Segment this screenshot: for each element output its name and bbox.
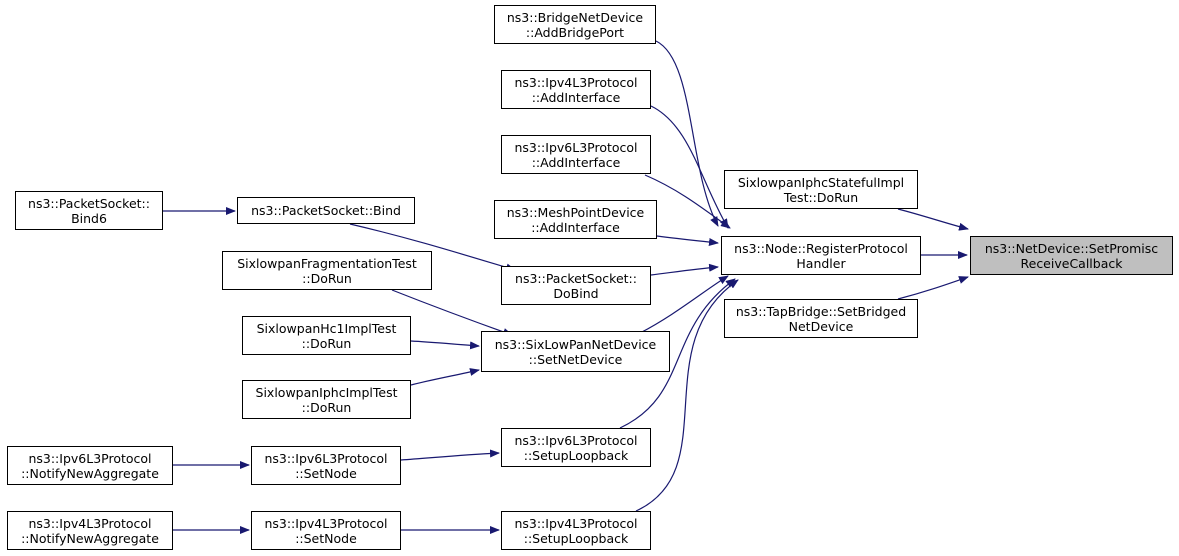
node-label-line: ns3::Node::RegisterProtocol <box>734 240 908 256</box>
edge-18 <box>400 449 500 461</box>
node-label-line: ::AddInterface <box>531 154 621 170</box>
edge-5 <box>650 263 719 276</box>
node-ipv6-loop[interactable]: ns3::Ipv6L3Protocol::SetupLoopback <box>501 428 651 467</box>
node-ipv6-setnode[interactable]: ns3::Ipv6L3Protocol::SetNode <box>251 446 401 485</box>
node-fragtest[interactable]: SixlowpanFragmentationTest::DoRun <box>222 251 432 290</box>
node-label-line: ::SetupLoopback <box>523 530 629 546</box>
node-label-line: Bind6 <box>71 210 107 226</box>
node-ipv6-notify[interactable]: ns3::Ipv6L3Protocol::NotifyNewAggregate <box>7 446 173 485</box>
node-bridge[interactable]: ns3::BridgeNetDevice::AddBridgePort <box>494 5 656 44</box>
node-label-line: ns3::Ipv6L3Protocol <box>514 139 638 155</box>
edge-1 <box>655 40 719 227</box>
node-sixlowpan-setnd[interactable]: ns3::SixLowPanNetDevice::SetNetDevice <box>481 331 670 372</box>
node-label-line: SixlowpanIphcStatefulImpl <box>737 174 905 190</box>
node-label-line: ns3::MeshPointDevice <box>506 204 645 220</box>
node-ipv4-notify[interactable]: ns3::Ipv4L3Protocol::NotifyNewAggregate <box>7 511 173 550</box>
node-ipv6l3-addif[interactable]: ns3::Ipv6L3Protocol::AddInterface <box>501 135 651 174</box>
node-label-line: ::AddBridgePort <box>525 24 625 40</box>
node-label-line: NetDevice <box>788 318 854 334</box>
node-bind[interactable]: ns3::PacketSocket::Bind <box>237 197 415 224</box>
edge-7 <box>619 278 736 429</box>
node-label-line: ::AddInterface <box>531 219 620 235</box>
node-label-line: ns3::Ipv6L3Protocol <box>28 450 152 466</box>
node-label-line: ::DoRun <box>301 335 352 351</box>
node-label-line: ns3::Ipv4L3Protocol <box>28 515 152 531</box>
node-label-line: ::DoRun <box>302 270 352 286</box>
edge-2 <box>650 105 729 229</box>
node-label-line: ::SetupLoopback <box>523 447 629 463</box>
node-label-line: ::DoRun <box>301 399 352 415</box>
node-label-line: ::NotifyNewAggregate <box>21 465 159 481</box>
edge-13 <box>349 223 516 272</box>
node-label-line: ns3::Ipv6L3Protocol <box>514 432 638 448</box>
node-label-line: ns3::PacketSocket:: <box>515 270 637 286</box>
node-label-line: ns3::Ipv4L3Protocol <box>514 515 638 531</box>
node-label-line: ::NotifyNewAggregate <box>21 530 159 546</box>
node-label-line: ::SetNode <box>295 530 357 546</box>
node-label-line: ns3::PacketSocket:: <box>28 195 150 211</box>
edge-15 <box>410 340 480 350</box>
edge-16 <box>410 368 480 386</box>
node-label-line: SixlowpanFragmentationTest <box>237 255 417 271</box>
node-label-line: ns3::BridgeNetDevice <box>506 9 644 25</box>
node-label-line: ns3::NetDevice::SetPromisc <box>984 240 1159 256</box>
node-hc1test[interactable]: SixlowpanHc1ImplTest::DoRun <box>242 316 411 355</box>
node-ipv4l3-addif[interactable]: ns3::Ipv4L3Protocol::AddInterface <box>501 70 651 109</box>
node-ipv4-loop[interactable]: ns3::Ipv4L3Protocol::SetupLoopback <box>501 511 651 550</box>
edge-14 <box>391 289 513 336</box>
node-label-line: Handler <box>796 255 846 271</box>
node-label-line: ReceiveCallback <box>1020 255 1123 271</box>
node-label-line: ::SetNode <box>295 465 357 481</box>
node-label-line: Test::DoRun <box>783 189 859 205</box>
node-label-line: ::SetNetDevice <box>528 351 623 367</box>
node-label-line: ::AddInterface <box>531 89 621 105</box>
node-label-line: ns3::SixLowPanNetDevice <box>494 336 657 352</box>
edge-3 <box>644 174 731 229</box>
edge-6 <box>639 275 729 334</box>
edge-9 <box>897 208 969 231</box>
node-label-line: ns3::Ipv6L3Protocol <box>264 450 388 466</box>
edges <box>162 40 969 534</box>
node-bind6[interactable]: ns3::PacketSocket::Bind6 <box>15 191 163 230</box>
node-label-line: ns3::Ipv4L3Protocol <box>514 74 638 90</box>
node-label-line: ns3::PacketSocket::Bind <box>251 203 401 218</box>
node-ipv4-setnode[interactable]: ns3::Ipv4L3Protocol::SetNode <box>251 511 401 550</box>
edge-8 <box>635 279 739 512</box>
node-label-line: SixlowpanHc1ImplTest <box>256 320 397 336</box>
node-iphctest[interactable]: SixlowpanIphcImplTest::DoRun <box>242 380 411 419</box>
node-label-line: DoBind <box>553 285 599 301</box>
node-mesh[interactable]: ns3::MeshPointDevice::AddInterface <box>494 200 657 239</box>
edge-4 <box>656 235 719 246</box>
edge-11 <box>897 276 969 300</box>
node-label-line: SixlowpanIphcImplTest <box>255 384 398 400</box>
node-label-line: ns3::TapBridge::SetBridged <box>735 303 907 319</box>
node-dobind[interactable]: ns3::PacketSocket::DoBind <box>501 266 651 305</box>
node-label-line: ns3::Ipv4L3Protocol <box>264 515 388 531</box>
